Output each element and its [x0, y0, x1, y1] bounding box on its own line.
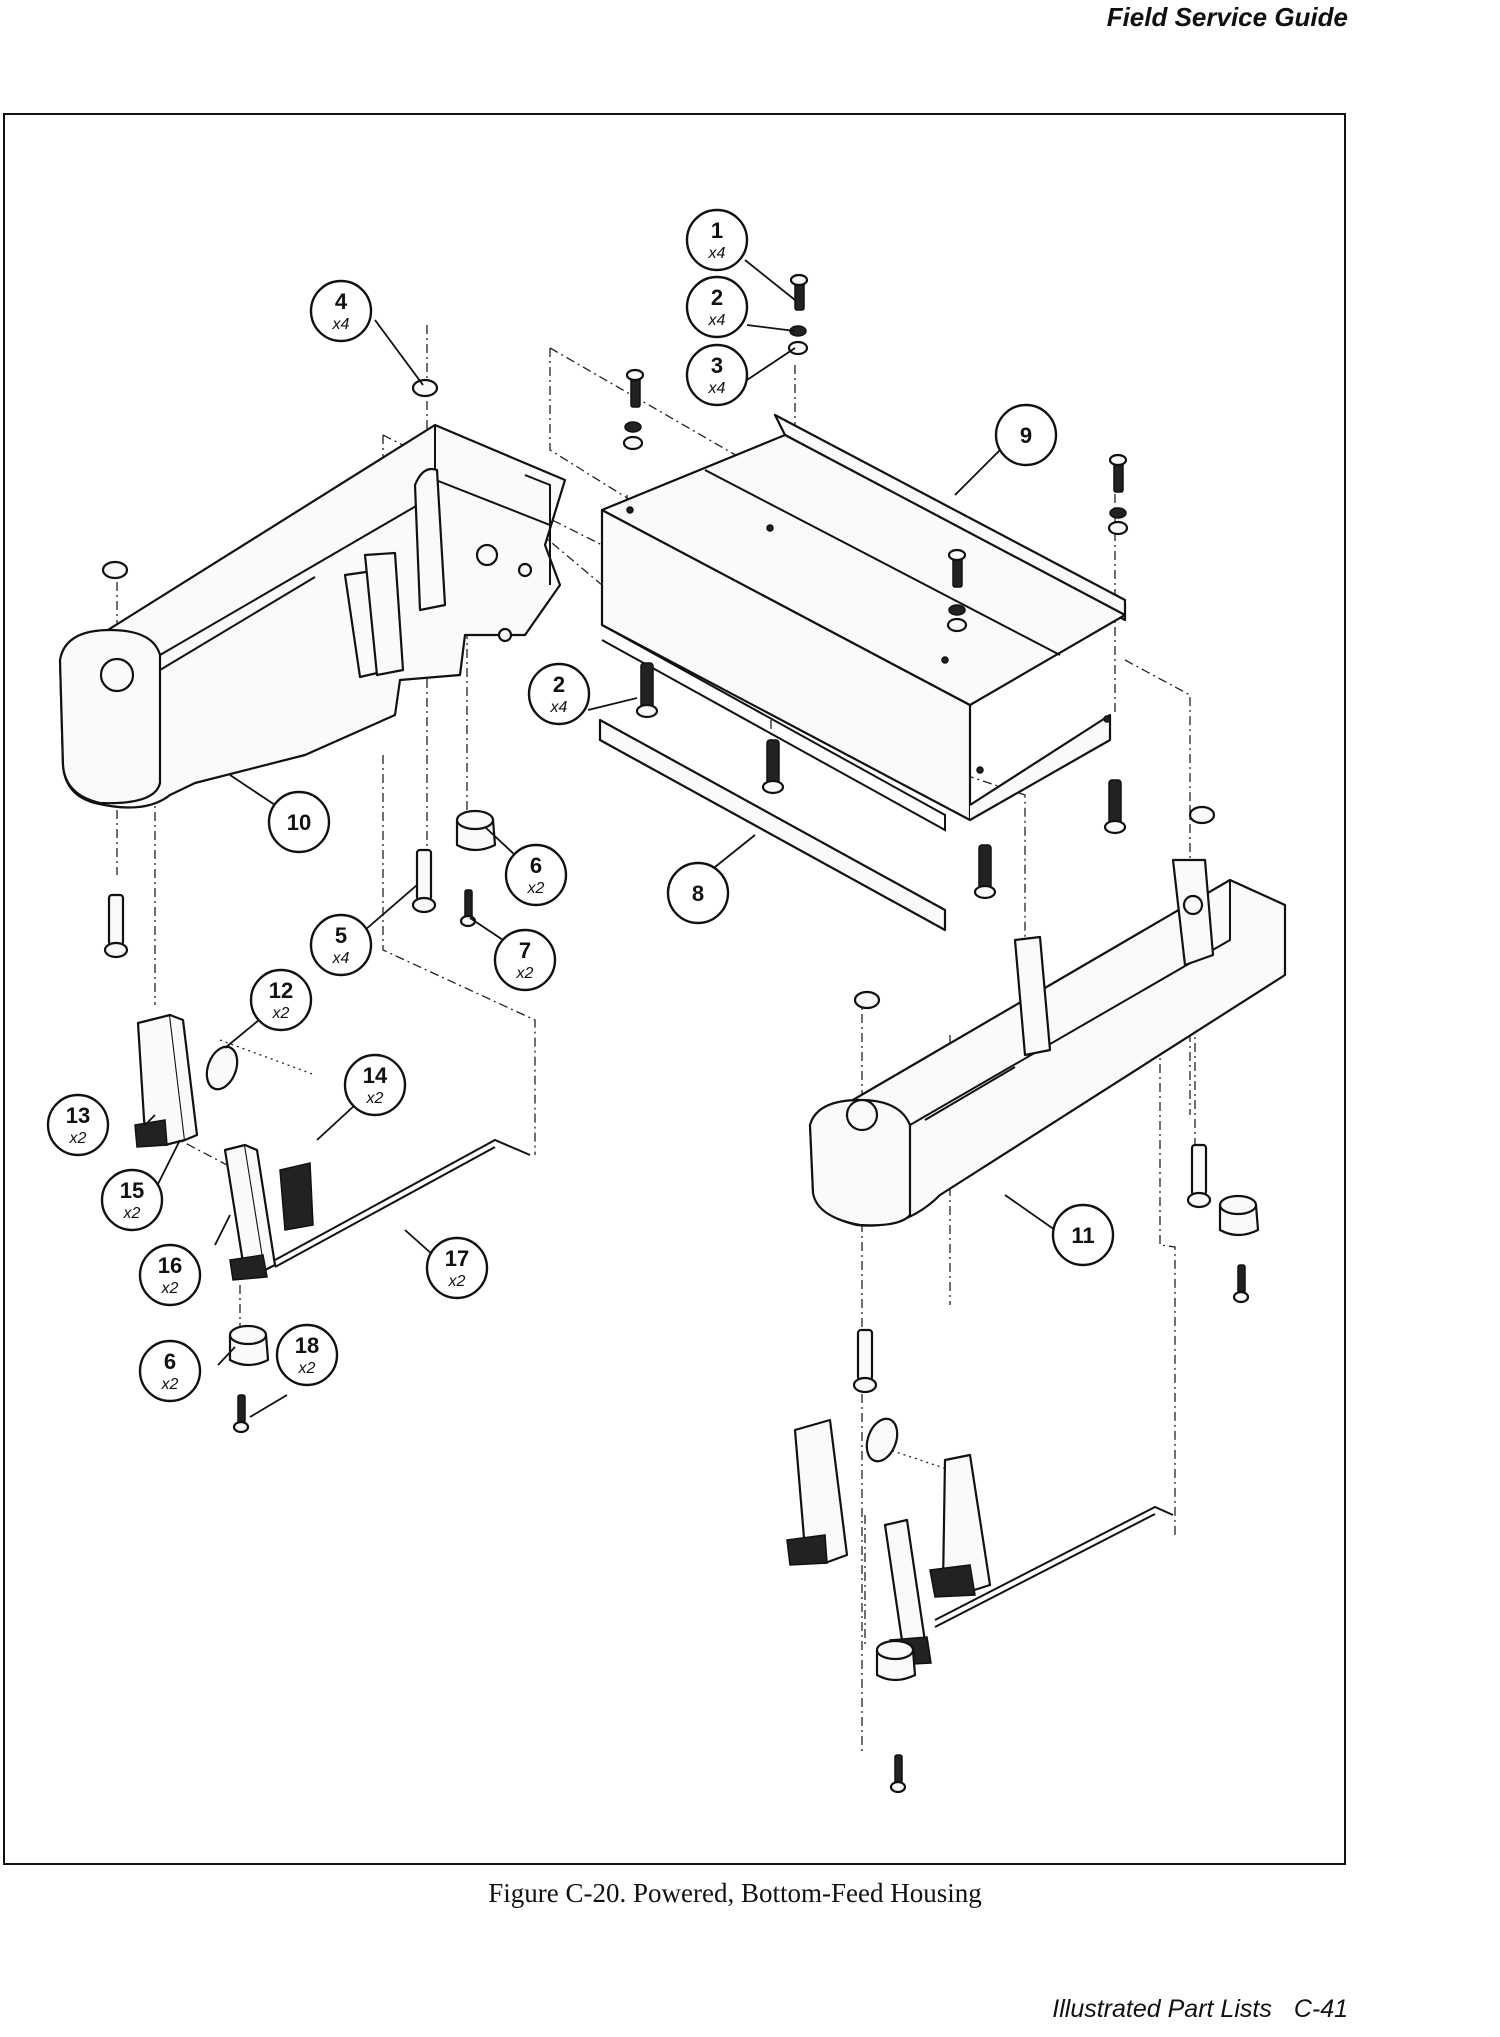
svg-text:9: 9	[1020, 423, 1032, 448]
running-footer: Illustrated Part Lists C-41	[1052, 1995, 1348, 2024]
callout-11: 11	[1051, 1203, 1115, 1267]
svg-text:6: 6	[164, 1349, 176, 1374]
svg-text:13: 13	[66, 1103, 90, 1128]
svg-text:11: 11	[1071, 1223, 1094, 1248]
callout-4: 4x4	[309, 279, 373, 343]
right-base-plate	[934, 1505, 1174, 1628]
svg-text:7: 7	[519, 938, 531, 963]
svg-text:x2: x2	[69, 1130, 87, 1147]
svg-text:18: 18	[295, 1333, 319, 1358]
svg-text:14: 14	[363, 1063, 388, 1088]
svg-text:1: 1	[711, 218, 723, 243]
left-clip-set	[134, 1013, 314, 1281]
footer-section: Illustrated Part Lists	[1052, 1995, 1272, 2023]
svg-text:x4: x4	[550, 699, 568, 716]
right-clip-set	[786, 1417, 992, 1666]
svg-text:x2: x2	[123, 1205, 141, 1222]
svg-text:x4: x4	[708, 245, 726, 262]
svg-text:6: 6	[530, 853, 542, 878]
svg-text:x4: x4	[708, 380, 726, 397]
callout-9: 9	[994, 403, 1058, 467]
callout-6a: 6x2	[504, 843, 568, 907]
svg-text:x2: x2	[516, 965, 534, 982]
svg-text:x2: x2	[161, 1280, 179, 1297]
svg-text:10: 10	[287, 810, 311, 835]
svg-text:3: 3	[711, 353, 723, 378]
svg-text:x4: x4	[708, 312, 726, 329]
page-number: C-41	[1293, 1995, 1348, 2023]
callout-8: 8	[666, 861, 730, 925]
svg-text:8: 8	[692, 881, 704, 906]
callout-3: 3x4	[685, 343, 749, 407]
svg-text:2: 2	[711, 285, 723, 310]
callout-6b: 6x2	[138, 1339, 202, 1403]
figure-caption: Figure C-20. Powered, Bottom-Feed Housin…	[488, 1878, 982, 1908]
callout-1: 1x4	[685, 208, 749, 272]
left-base-plate	[274, 1138, 531, 1268]
svg-text:x2: x2	[448, 1273, 466, 1290]
left-side-housing	[58, 423, 567, 809]
svg-text:x2: x2	[272, 1005, 290, 1022]
strip-part-8	[598, 718, 947, 932]
callout-5: 5x4	[309, 913, 373, 977]
hardware	[101, 273, 1260, 1794]
exploded-view-diagram: 1x4 2x4 3x4 4x4 9 2x4 10 6x2 8 5x4 7x2 1…	[46, 208, 1287, 1794]
callout-7: 7x2	[493, 928, 557, 992]
top-tray-bracket	[600, 413, 1127, 832]
running-header: Field Service Guide	[1106, 2, 1348, 32]
svg-text:x4: x4	[332, 950, 350, 967]
callout-10: 10	[267, 790, 331, 854]
callout-2b: 2x4	[527, 662, 591, 726]
leader-lines	[144, 259, 1056, 1418]
svg-text:x4: x4	[332, 316, 350, 333]
svg-text:5: 5	[335, 923, 347, 948]
svg-text:x2: x2	[366, 1090, 384, 1107]
callout-2a: 2x4	[685, 275, 749, 339]
svg-text:x2: x2	[527, 880, 545, 897]
svg-text:16: 16	[158, 1253, 182, 1278]
svg-text:4: 4	[335, 289, 348, 314]
svg-text:12: 12	[269, 978, 293, 1003]
svg-text:15: 15	[120, 1178, 144, 1203]
svg-text:17: 17	[445, 1246, 469, 1271]
svg-text:2: 2	[553, 672, 565, 697]
svg-text:x2: x2	[298, 1360, 316, 1377]
svg-text:x2: x2	[161, 1376, 179, 1393]
right-side-housing	[808, 858, 1287, 1227]
